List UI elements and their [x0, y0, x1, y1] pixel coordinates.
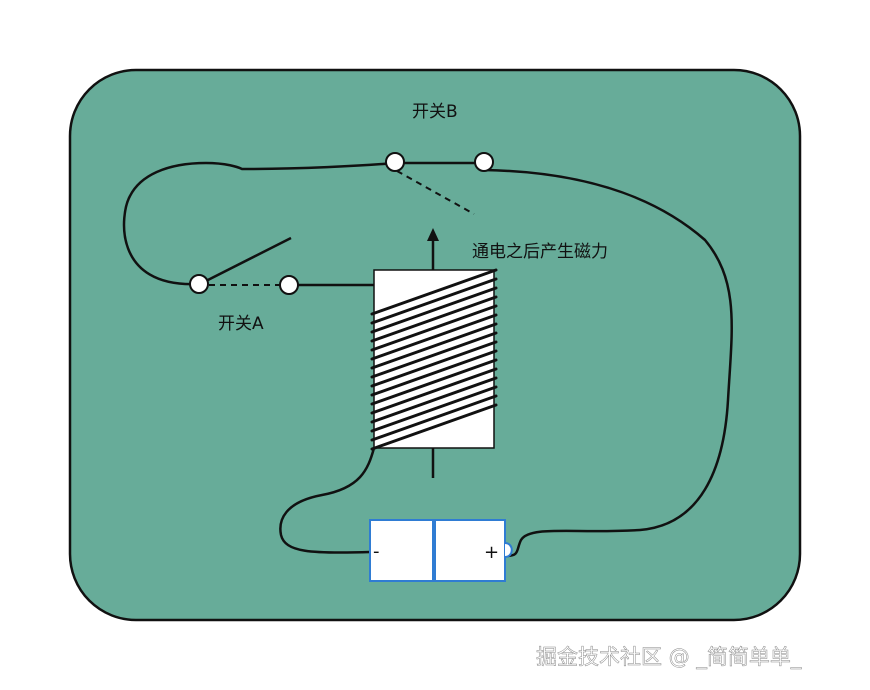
coil-winding [370, 295, 498, 343]
coil-winding [370, 403, 498, 451]
coil-winding [370, 304, 498, 352]
coil-winding [370, 331, 498, 379]
coil-winding [370, 277, 498, 325]
battery-positive-cell [434, 519, 506, 582]
wire-coil-to-battery [279, 447, 376, 554]
coil-windings [370, 268, 498, 451]
switch-a-label: 开关A [218, 314, 264, 334]
coil-winding [370, 286, 498, 334]
switch-b-right-contact [474, 152, 494, 172]
coil-winding [370, 340, 498, 388]
wire-top-left [122, 161, 396, 286]
battery: - + [369, 519, 513, 582]
switch-a-right-contact [279, 275, 299, 295]
switch-a-lever [199, 236, 292, 286]
coil-winding [370, 385, 498, 433]
magnetic-force-arrow-head [427, 228, 439, 241]
coil-winding [370, 358, 498, 406]
coil-caption: 通电之后产生磁力 [472, 242, 608, 262]
coil-winding [370, 349, 498, 397]
coil-winding [370, 313, 498, 361]
switch-b-left-contact [385, 152, 405, 172]
switch-b-label: 开关B [412, 102, 458, 122]
coil-winding [370, 268, 498, 316]
coil-winding [370, 367, 498, 415]
switch-b-lever-dashed [396, 170, 475, 215]
coil-winding [370, 322, 498, 370]
battery-positive-sign: + [484, 542, 499, 563]
watermark: 掘金技术社区 @ _简简单单_ [536, 645, 802, 670]
battery-negative-cell [369, 519, 434, 582]
wire-right [483, 168, 733, 558]
battery-negative-sign: - [373, 541, 380, 562]
switch-a-left-contact [189, 274, 209, 294]
coil-winding [370, 394, 498, 442]
battery-terminal-cap [504, 542, 513, 558]
coil-winding [370, 376, 498, 424]
